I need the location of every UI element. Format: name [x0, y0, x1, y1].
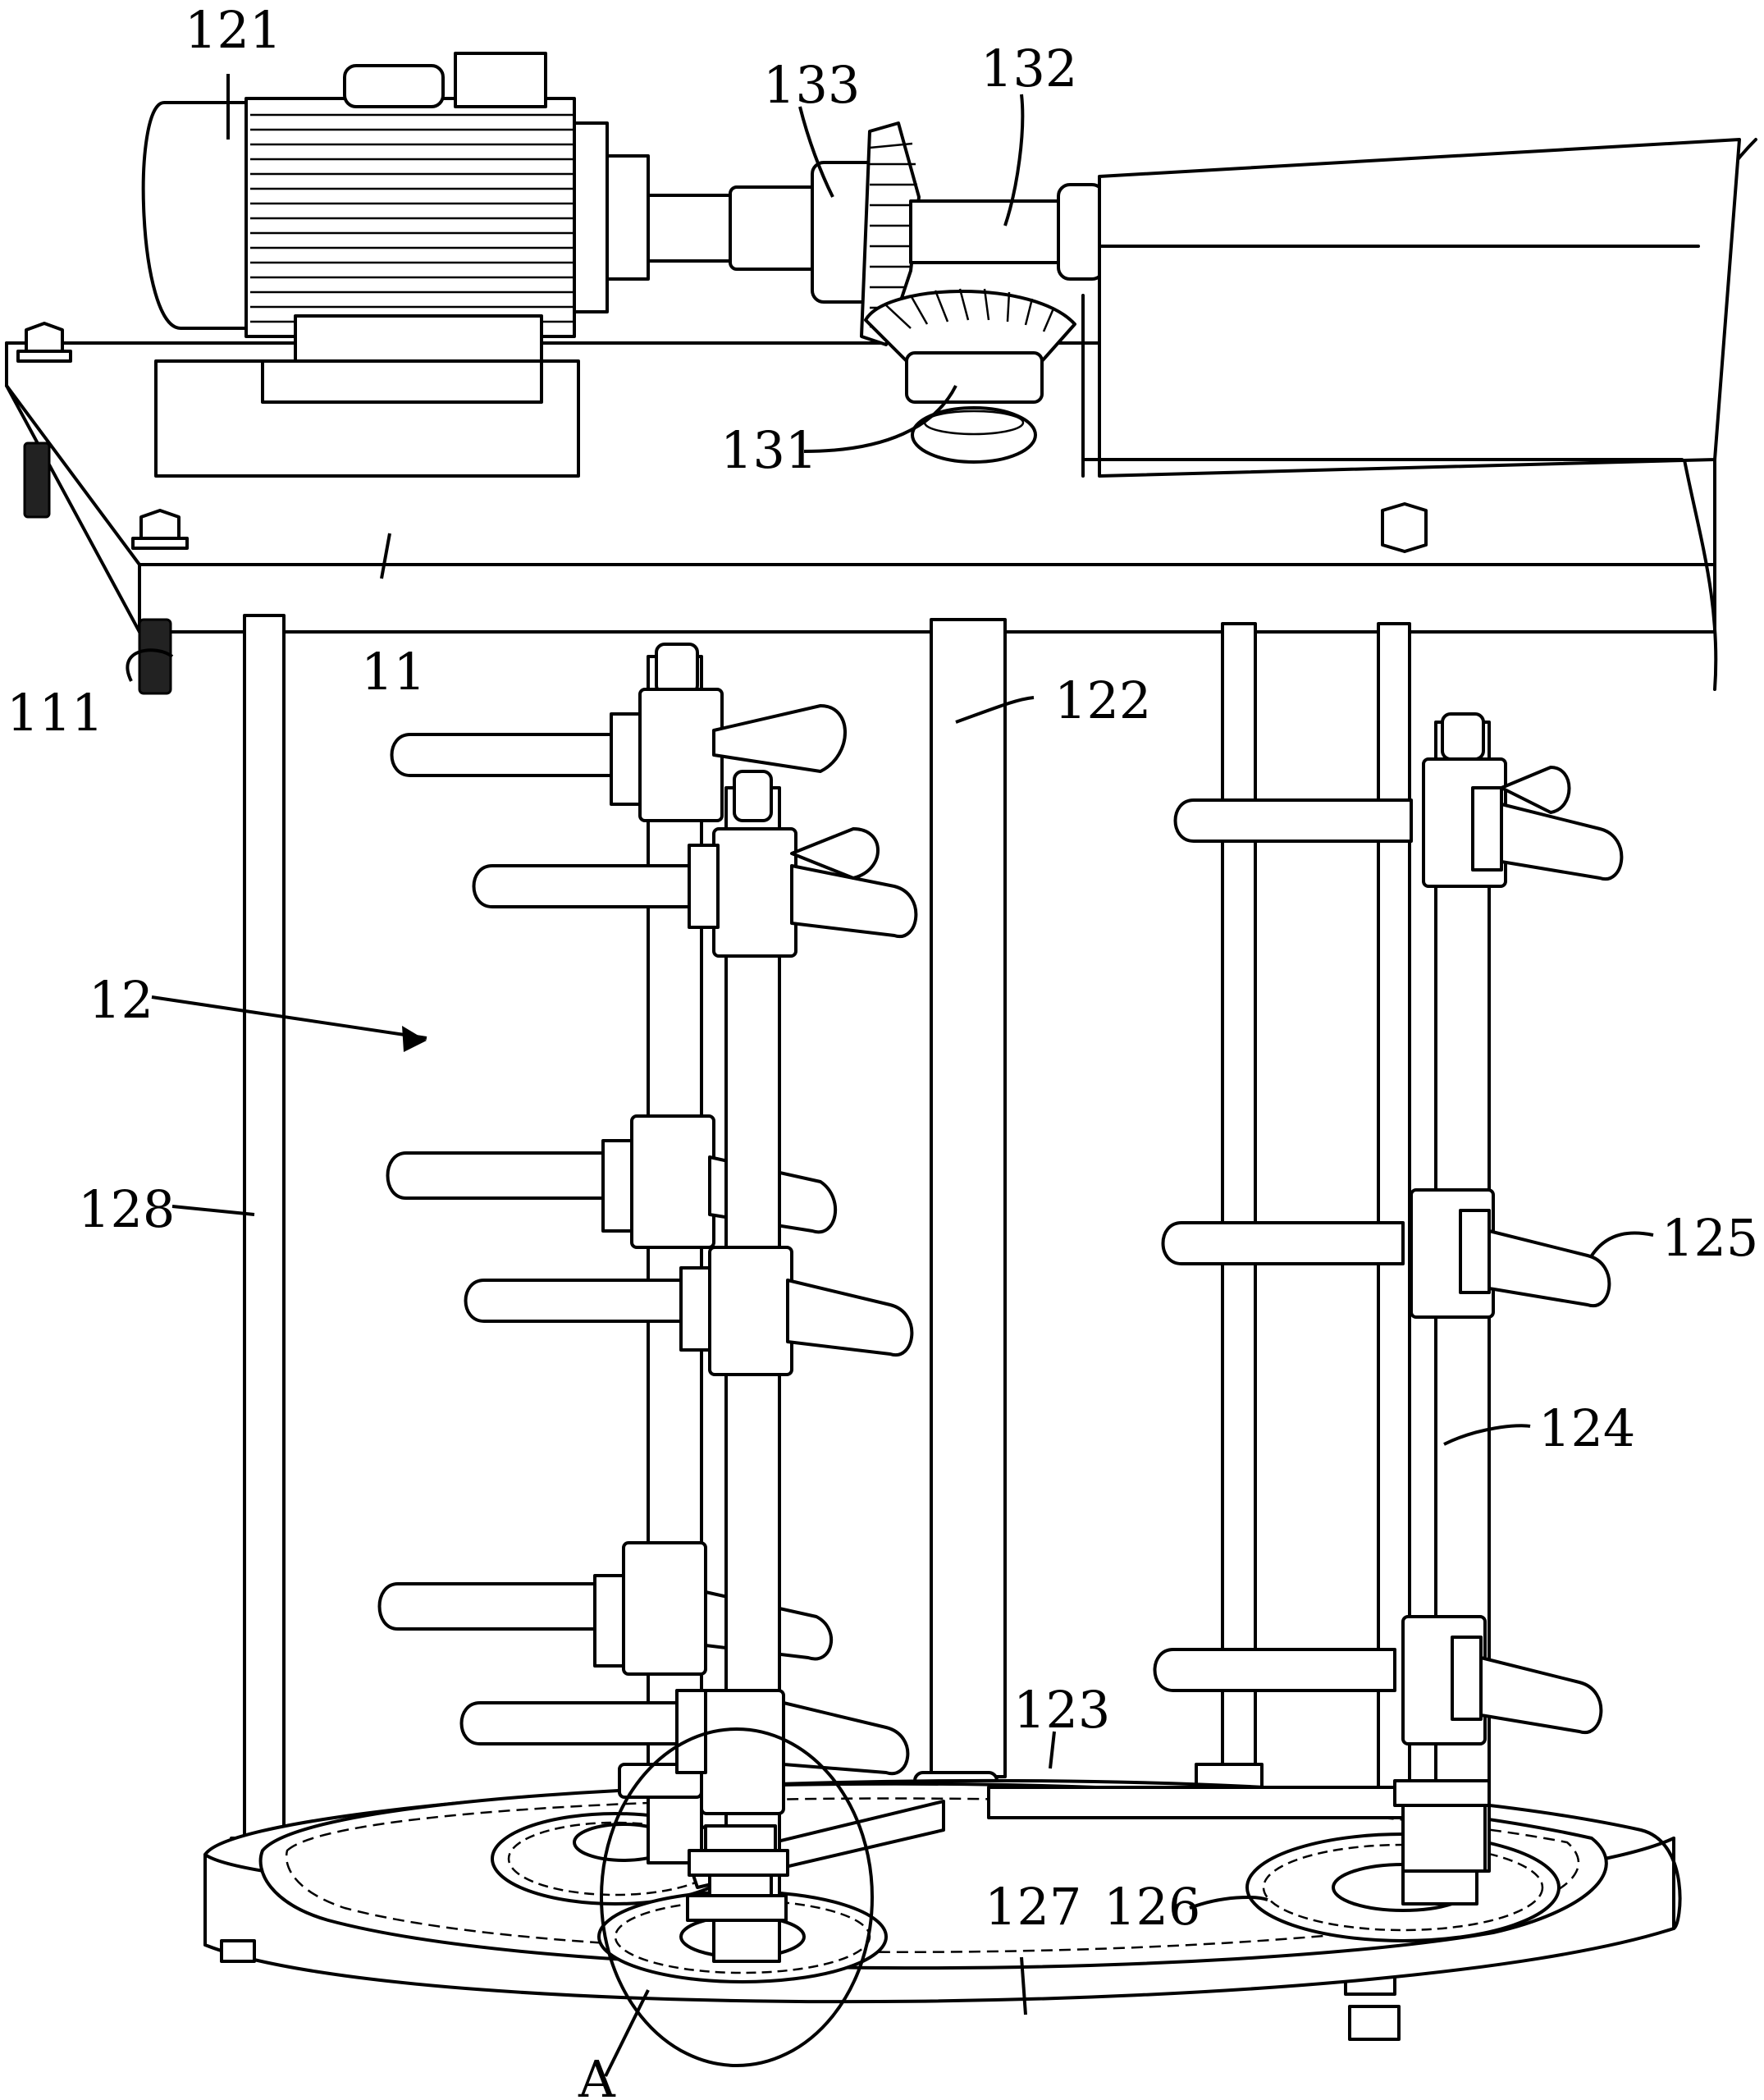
plate-bolt — [16, 322, 72, 363]
label-128: 128 — [78, 1179, 175, 1239]
threaded-rod — [23, 442, 172, 695]
plate-bolt — [131, 509, 189, 550]
mixing-shaft-front — [686, 770, 797, 1963]
mixing-shaft-124 — [1393, 712, 1507, 1906]
paddle — [464, 1266, 914, 1357]
arrow-head — [402, 1026, 427, 1052]
leader-lines — [126, 74, 1654, 2015]
label-127: 127 — [985, 1877, 1081, 1937]
motor-shaft — [647, 185, 822, 271]
label-111: 111 — [7, 683, 103, 743]
support-rod-128 — [230, 614, 294, 1881]
paddle — [1161, 1209, 1611, 1308]
detail-circle-A — [600, 1727, 874, 2077]
label-131: 131 — [720, 420, 817, 480]
gear-housing — [1081, 138, 1741, 478]
shaft-132 — [909, 183, 1105, 281]
mixing-shaft-back — [618, 643, 724, 1864]
plate-bolt — [1381, 502, 1428, 553]
label-133: 133 — [763, 55, 860, 115]
paddle — [1153, 1636, 1603, 1735]
label-A: A — [578, 2049, 616, 2100]
label-124: 124 — [1538, 1398, 1635, 1458]
paddle — [472, 827, 918, 939]
paddle — [390, 704, 847, 806]
motor — [141, 52, 650, 478]
label-125: 125 — [1661, 1208, 1758, 1268]
paddle — [1173, 766, 1624, 881]
label-132: 132 — [980, 39, 1077, 98]
label-121: 121 — [185, 0, 281, 60]
bevel-gear-131 — [864, 288, 1076, 464]
label-126: 126 — [1104, 1877, 1200, 1937]
label-122: 122 — [1054, 670, 1151, 730]
central-shaft-122 — [913, 618, 1007, 1848]
paddle — [459, 1689, 910, 1776]
label-123: 123 — [1013, 1680, 1110, 1740]
label-12: 12 — [89, 970, 153, 1030]
label-11: 11 — [361, 642, 426, 702]
foot — [220, 1939, 1401, 2041]
